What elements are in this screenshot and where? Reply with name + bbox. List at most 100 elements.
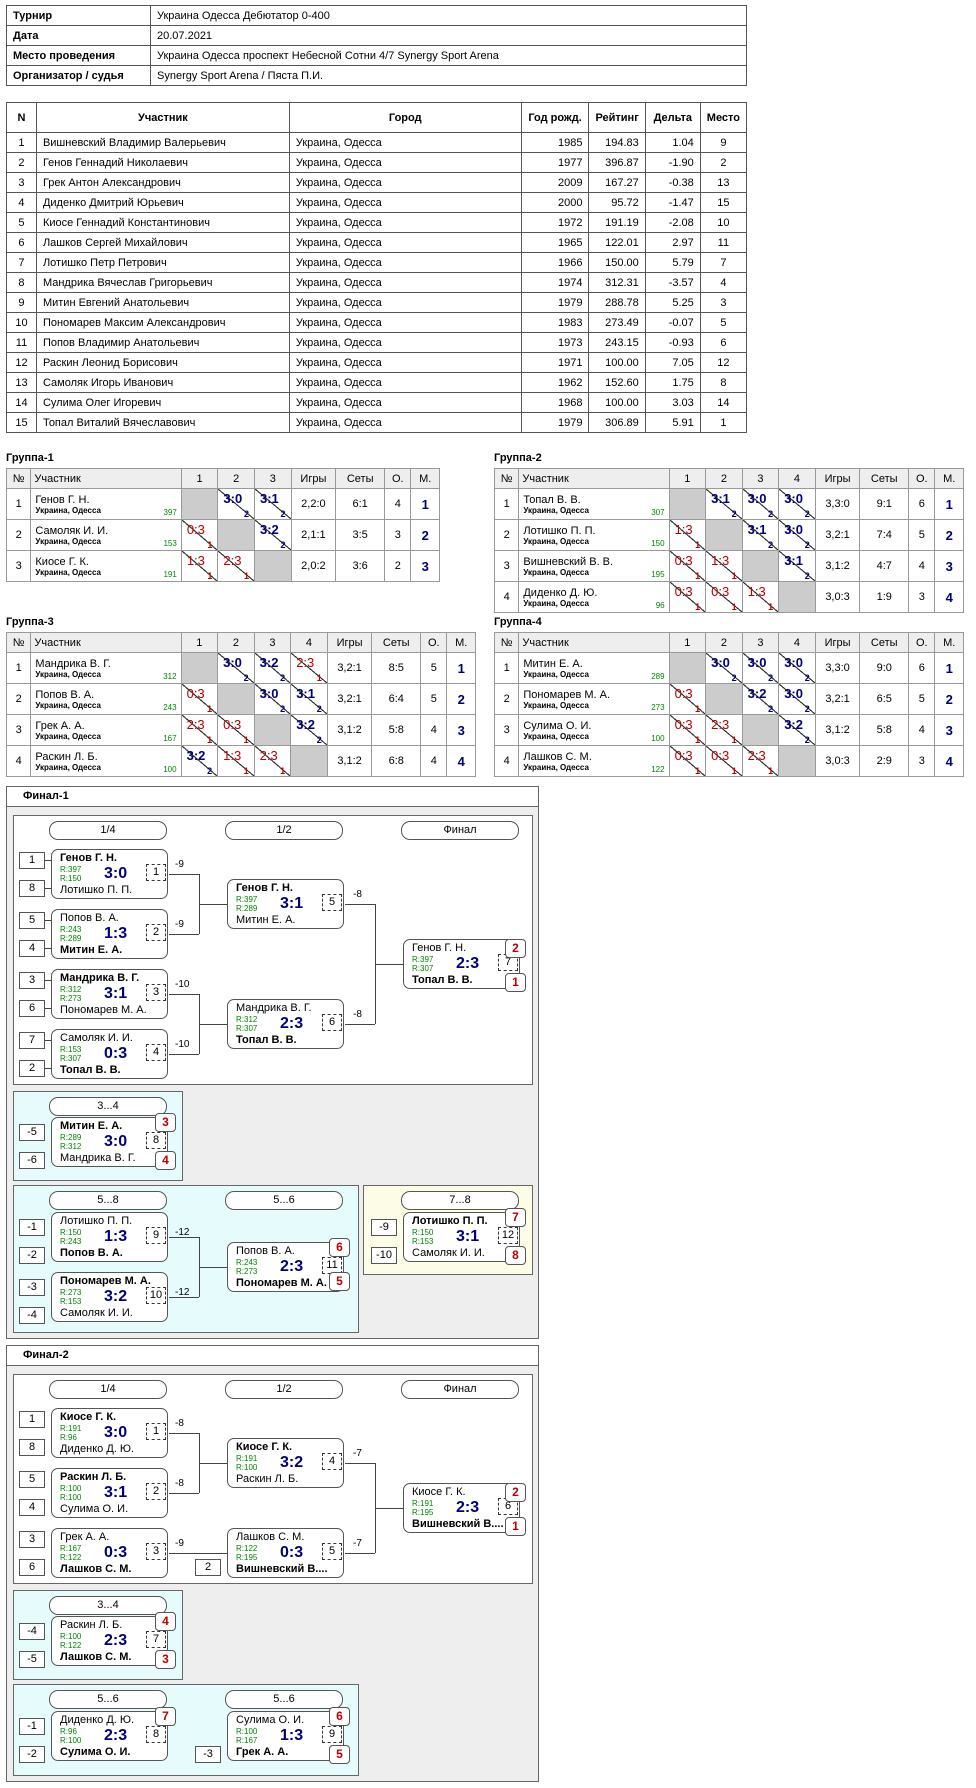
table-cell: 11 [699,232,748,253]
table-cell: 4 [699,272,748,293]
match-player-1: Митин Е. А. [60,1120,123,1132]
participants-table: N Участник Город Год рожд. Рейтинг Дельт… [6,102,748,433]
round-label: 5...6 [225,1191,343,1210]
table-cell: 1979 [520,412,590,433]
player-rating: 195 [651,570,665,579]
group-col-opponent: 3 [253,468,292,489]
match-score: 2:3 [456,955,480,972]
player-rating: 122 [651,765,665,774]
round-label: 3...4 [49,1097,167,1116]
match-player-2: Сулима О. И. [60,1503,129,1515]
table-cell: Украина, Одесса [288,152,522,173]
match-score: 0:3 [674,717,693,732]
group-sets: 8:5 [371,652,422,684]
group-col-sets: Сеты [371,632,422,653]
match-rating-2: R:167 [236,1736,258,1745]
place-box: 2 [505,939,526,958]
match-player-2: Лашков С. М. [60,1563,132,1575]
connector-line [45,860,55,861]
match-score: 1:3 [747,584,766,599]
match-points: 2 [804,673,810,683]
match-points: 2 [804,540,810,550]
group-col-opponent: 4 [778,632,816,653]
match-rating-2: R:195 [236,1553,258,1562]
match-number: 9 [322,1726,342,1743]
place-box: 5 [329,1272,350,1291]
group-row-no: 3 [5,714,32,746]
table-cell: 1974 [520,272,590,293]
seed-box: 7 [19,1032,45,1049]
match-score: 3:2 [104,1288,128,1305]
connector-line [345,904,375,905]
round-label: 1/4 [49,1380,167,1399]
group-games: 3,3:0 [814,488,861,520]
match-number: 8 [146,1726,166,1743]
match-score: 3:0 [259,686,279,701]
group-col-games: Игры [814,468,861,489]
group-points: 2 [384,550,412,582]
player-rating: 100 [163,765,177,774]
player-name: Киосе Г. К. [35,555,89,568]
match-rating-1: R:100 [60,1484,82,1493]
group-games: 3,1:2 [814,714,861,746]
place-box: 3 [155,1650,176,1669]
connector-line [183,1297,199,1298]
group-points: 3 [908,581,936,613]
player-rating: 150 [651,539,665,548]
group-games: 3,3:0 [814,652,861,684]
seed-box: 1 [19,852,45,869]
player-city: Украина, Одесса [523,669,589,679]
match-points: 2 [316,735,322,745]
match-rating-1: R:243 [60,925,82,934]
round-label: 1/2 [225,821,343,840]
info-label: Дата [6,25,151,46]
group-place: 3 [934,714,964,746]
group-sets: 6:4 [371,683,422,715]
match-points: 1 [243,766,249,776]
table-cell: 14 [699,392,748,413]
table-cell: 191.19 [588,212,646,233]
match-player-1: Мандрика В. Г. [236,1002,312,1014]
player-name: Попов В. А. [35,688,95,701]
table-cell: 288.78 [588,292,646,313]
match-number: 9 [146,1227,166,1244]
match-player-2: Пономарев М. А. [60,1004,147,1016]
round-label: 5...8 [49,1191,167,1210]
match-player-2: Пономарев М. А. [236,1277,327,1289]
player-name: Самоляк И. И. [35,524,109,537]
group-place: 1 [934,652,964,684]
place-box: 7 [155,1707,176,1726]
group-games: 2,0:2 [290,550,337,582]
connector-line [183,934,199,935]
group-games: 3,2:1 [326,652,373,684]
table-cell: Украина, Одесса [288,312,522,333]
group-points: 6 [908,488,936,520]
self-cell [253,550,292,582]
match-points: 1 [243,571,249,581]
player-name: Пономарев М. А. [523,688,611,701]
loser-ref: -8 [175,1478,184,1489]
round-label: 5...6 [225,1690,343,1709]
match-points: 1 [207,540,213,550]
match-rating-1: R:150 [412,1228,434,1237]
table-cell: 5.79 [644,252,701,273]
table-cell: 10 [699,212,748,233]
connector-line [375,1508,405,1509]
seed-box: 6 [19,1559,45,1576]
place-box: 4 [155,1612,176,1631]
match-points: 1 [207,704,213,714]
match-score: 3:2 [747,686,767,701]
